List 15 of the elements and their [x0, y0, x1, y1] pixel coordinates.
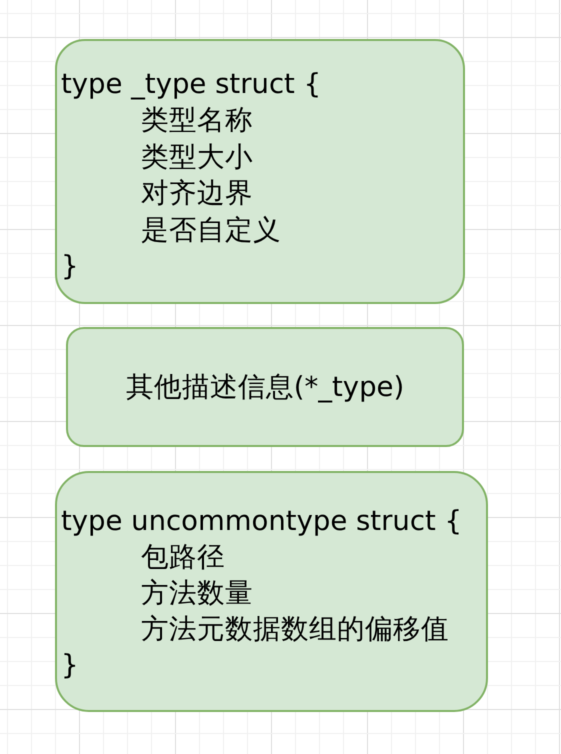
code-line: 是否自定义	[141, 212, 281, 248]
code-line: 包路径	[141, 540, 225, 575]
code-line: 方法元数据数组的偏移值	[141, 612, 449, 647]
code-line: type uncommontype struct {	[61, 504, 462, 539]
struct-box	[55, 471, 488, 712]
code-line: }	[61, 648, 78, 683]
code-line: 方法数量	[141, 576, 253, 611]
struct-box	[55, 39, 465, 304]
code-line: type _type struct {	[61, 67, 322, 102]
code-line: }	[61, 249, 78, 284]
box-text: 其他描述信息(*_type)	[126, 370, 404, 405]
code-line: 对齐边界	[141, 176, 253, 212]
code-line: 类型大小	[141, 140, 253, 175]
info-box	[66, 327, 464, 447]
code-line: 类型名称	[141, 103, 253, 138]
